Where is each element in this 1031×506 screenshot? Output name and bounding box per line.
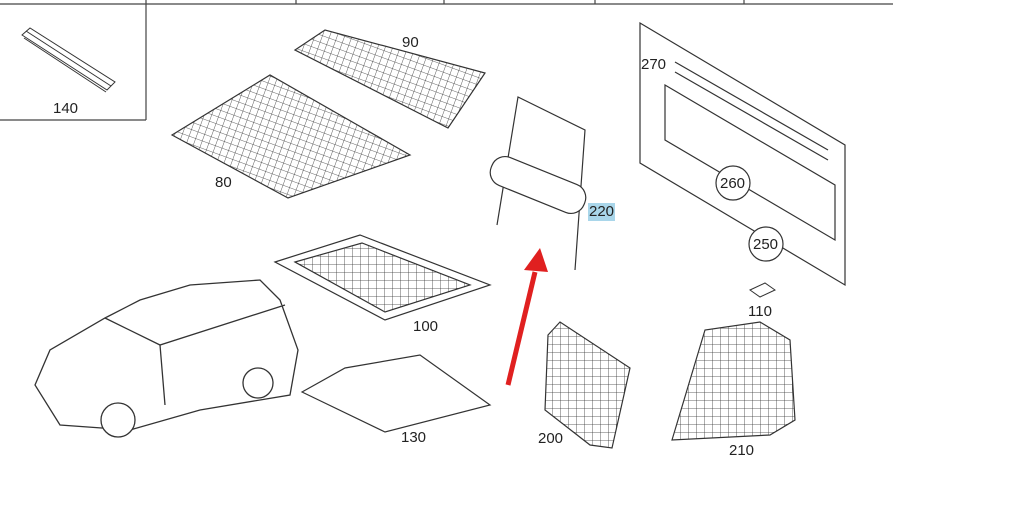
label-130: 130 <box>401 429 427 446</box>
part-80-net <box>170 74 412 199</box>
part-100-floor-tray <box>273 234 492 321</box>
part-250-partition-panel <box>639 21 846 287</box>
part-90-net <box>293 29 486 129</box>
label-90: 90 <box>402 34 419 51</box>
part-210-side-guard <box>671 321 796 441</box>
label-210: 210 <box>729 442 755 459</box>
car-illustration <box>34 279 299 438</box>
label-250: 250 <box>753 236 779 253</box>
header-frame <box>0 0 893 121</box>
label-140: 140 <box>53 100 79 117</box>
label-270: 270 <box>641 56 667 73</box>
label-100: 100 <box>413 318 439 335</box>
label-80: 80 <box>215 174 232 191</box>
red-arrow <box>505 248 548 386</box>
part-200-dog-guard <box>544 321 631 449</box>
label-260: 260 <box>720 175 746 192</box>
label-110: 110 <box>748 303 772 320</box>
label-220[interactable]: 220 <box>588 203 616 221</box>
part-110-clip <box>749 282 776 298</box>
part-220-cargo-cover <box>489 96 587 271</box>
label-200: 200 <box>538 430 564 447</box>
part-140-cover-roller <box>21 27 116 93</box>
part-130-floor-mat <box>300 354 492 433</box>
